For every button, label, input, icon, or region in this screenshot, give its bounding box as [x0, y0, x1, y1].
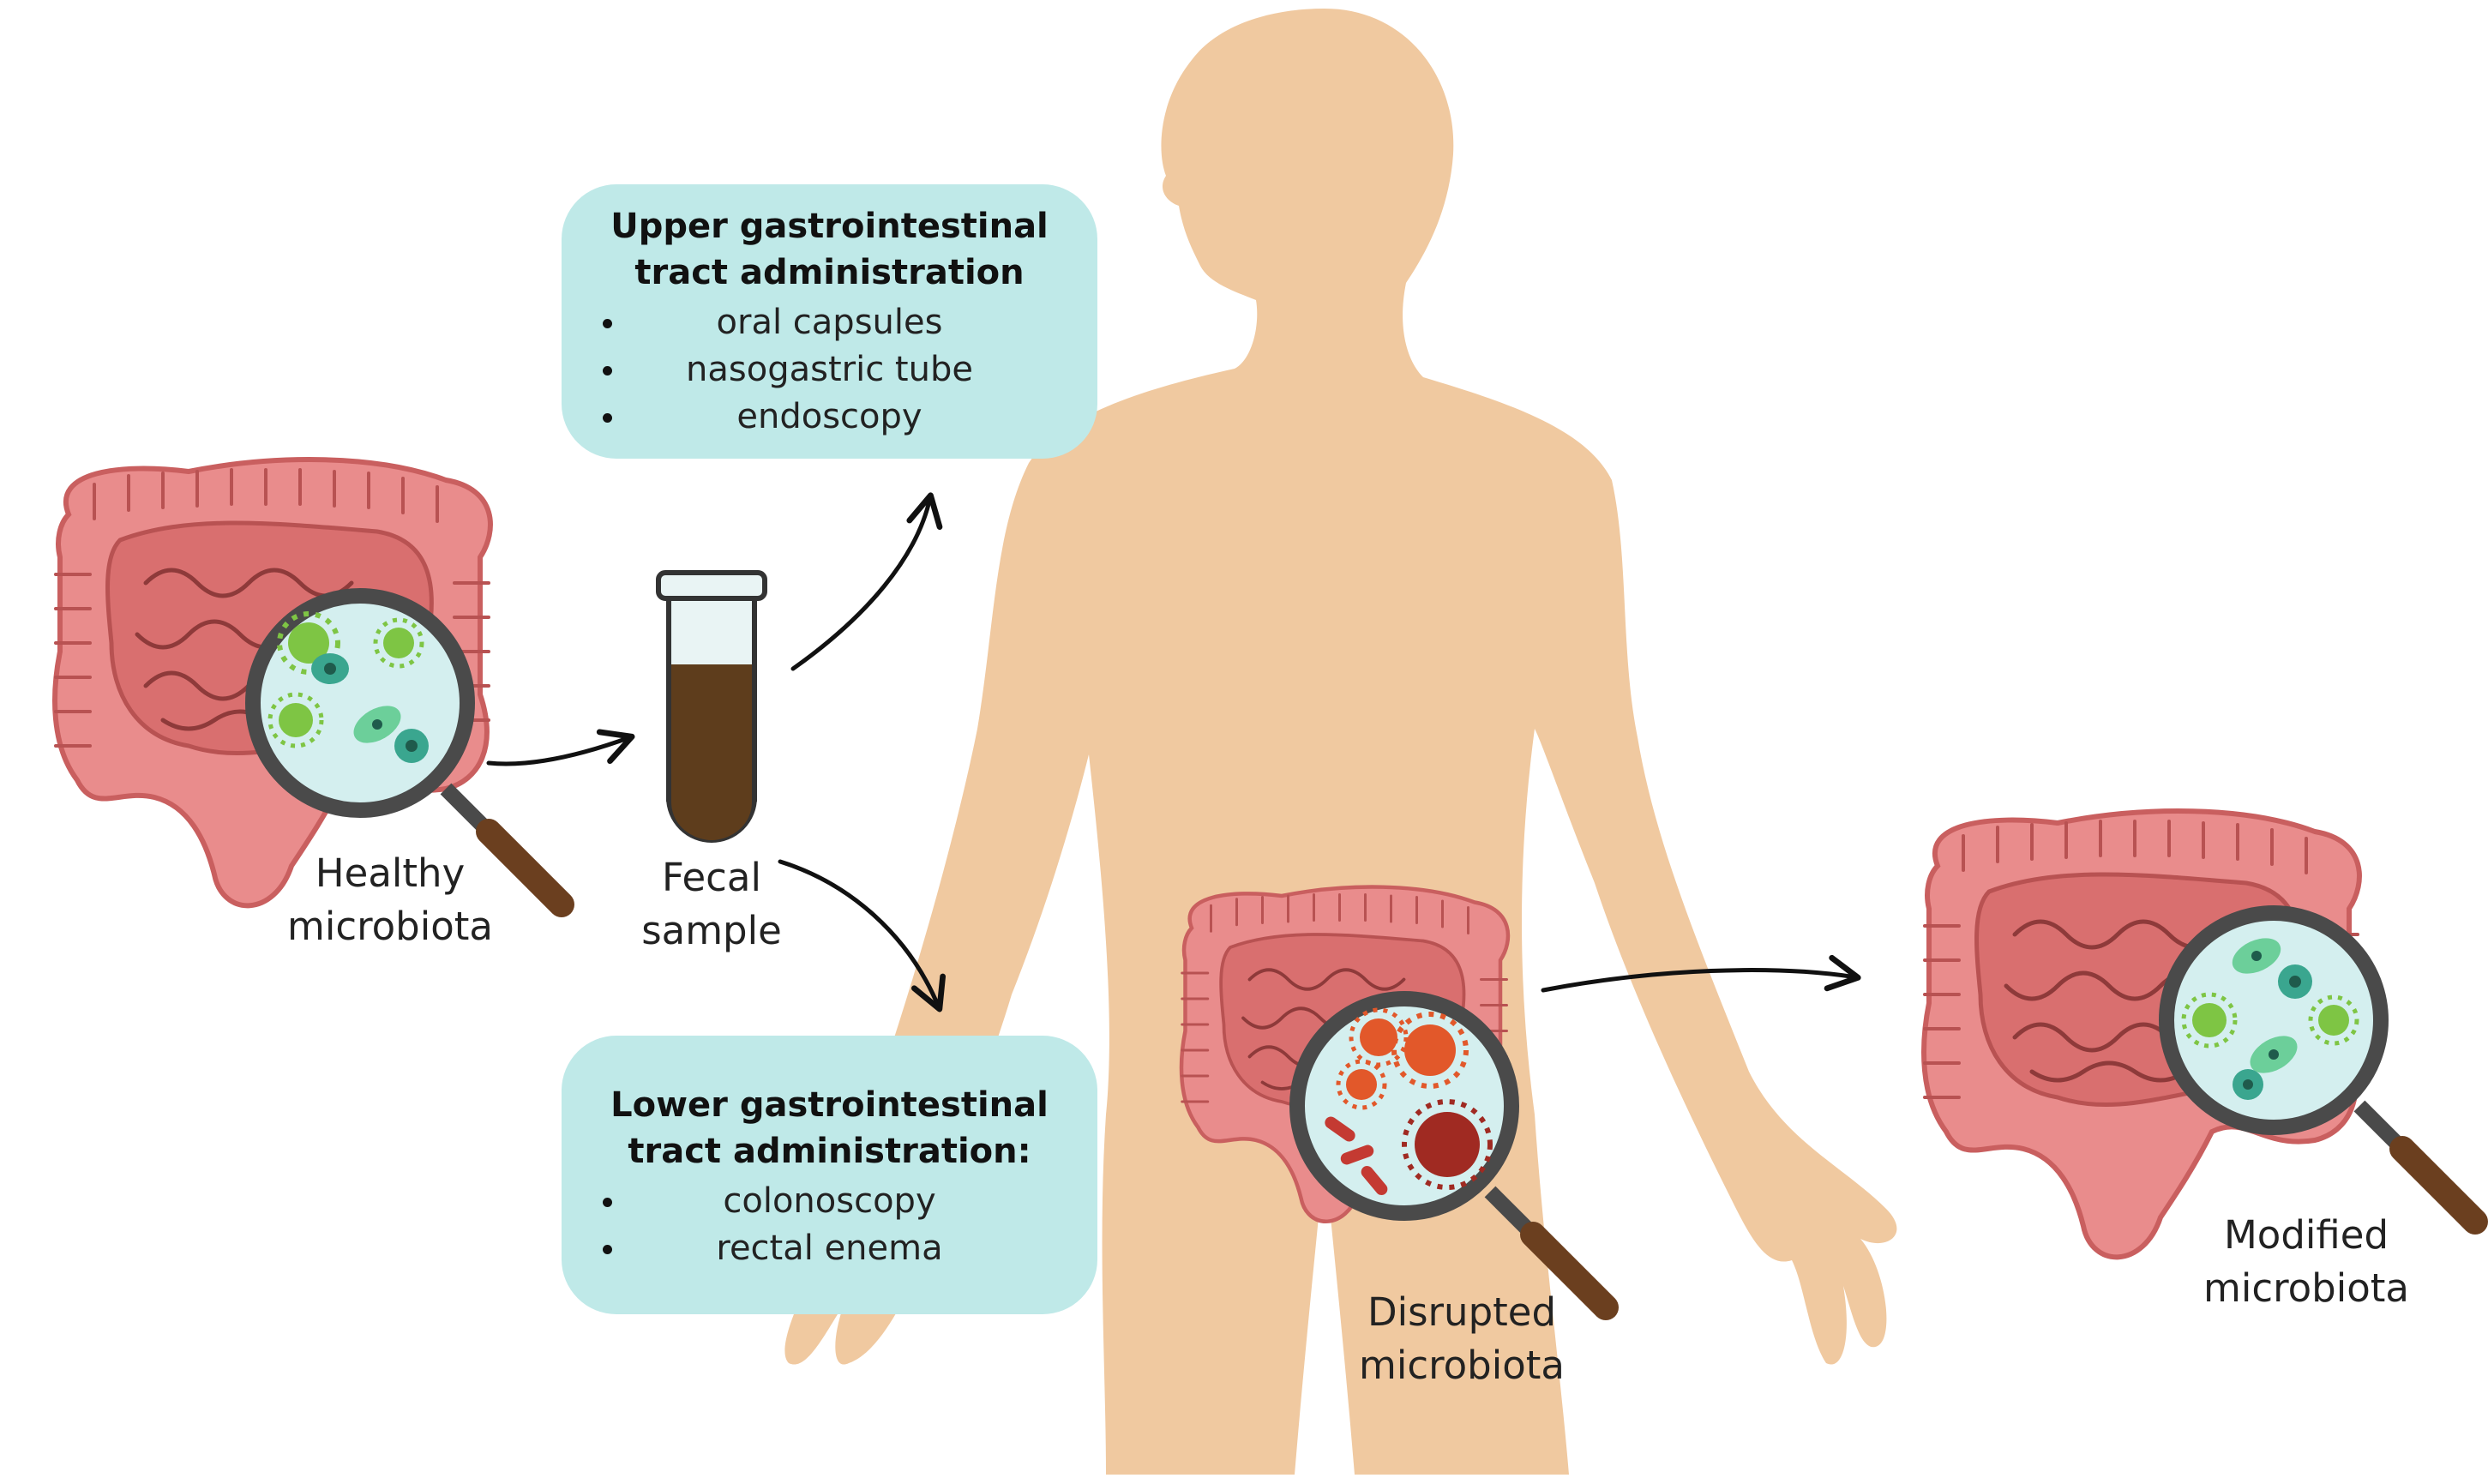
teal-microbe-icon: [2233, 1069, 2263, 1100]
disrupted-microbiota-label: Disrupted microbiota: [1359, 1289, 1565, 1388]
list-item: nasogastric tube: [579, 346, 1080, 394]
healthy-intestine: [55, 460, 562, 905]
teal-microbe-icon: [2250, 1036, 2298, 1073]
orange-virus-icon: [1391, 1012, 1469, 1089]
arrow-disrupted-to-modified: [1541, 954, 1861, 993]
modified-intestine: [1924, 811, 2475, 1257]
arrow-healthy-to-sample: [486, 729, 635, 766]
bacteria-rod-icon: [1325, 1116, 1388, 1195]
bullet-icon: [603, 319, 612, 328]
bullet-icon: [603, 366, 612, 376]
healthy-lens: [253, 596, 562, 904]
bullet-icon: [603, 1245, 612, 1254]
green-microbe-icon: [277, 611, 340, 675]
healthy-microbiota-label: Healthy microbiota: [287, 850, 493, 949]
teal-microbe-icon: [394, 729, 429, 763]
teal-microbe-icon: [353, 706, 401, 743]
arrow-sample-to-lower: [778, 859, 947, 1012]
human-body-silhouette: [744, 9, 1897, 1475]
list-item: rectal enema: [579, 1225, 1080, 1272]
bullet-icon: [603, 1198, 612, 1207]
arrow-sample-to-upper: [790, 492, 943, 671]
disrupted-lens: [1297, 999, 1606, 1307]
dark-red-virus-icon: [1402, 1099, 1493, 1190]
list-item: endoscopy: [579, 394, 1080, 441]
bullet-icon: [603, 413, 612, 423]
green-microbe-icon: [267, 692, 324, 748]
green-microbe-icon: [373, 617, 424, 669]
list-item: colonoscopy: [579, 1178, 1080, 1225]
lower-gi-title: Lower gastrointestinal tract administrat…: [610, 1085, 1049, 1171]
lower-gi-box: Lower gastrointestinal tract administrat…: [562, 1036, 1097, 1314]
orange-virus-icon: [1336, 1059, 1387, 1110]
upper-gi-box: Upper gastrointestinal tract administrat…: [562, 184, 1097, 459]
green-microbe-icon: [2308, 994, 2359, 1046]
upper-gi-title: Upper gastrointestinal tract administrat…: [610, 207, 1049, 292]
upper-gi-list: oral capsules nasogastric tube endoscopy: [579, 299, 1080, 441]
teal-microbe-icon: [311, 653, 349, 684]
flow-arrows: [486, 492, 1861, 1012]
teal-microbe-icon: [2278, 964, 2312, 999]
disrupted-intestine: [1181, 887, 1606, 1307]
lower-gi-list: colonoscopy rectal enema: [579, 1178, 1080, 1272]
orange-virus-icon: [1349, 1007, 1409, 1067]
list-item: oral capsules: [579, 299, 1080, 346]
teal-microbe-icon: [2232, 938, 2281, 974]
fecal-sample-label: Fecal sample: [641, 855, 782, 953]
test-tube-icon: [656, 570, 767, 843]
modified-lens: [2166, 913, 2475, 1222]
green-microbe-icon: [2181, 992, 2238, 1048]
modified-microbiota-label: Modified microbiota: [2203, 1212, 2409, 1311]
